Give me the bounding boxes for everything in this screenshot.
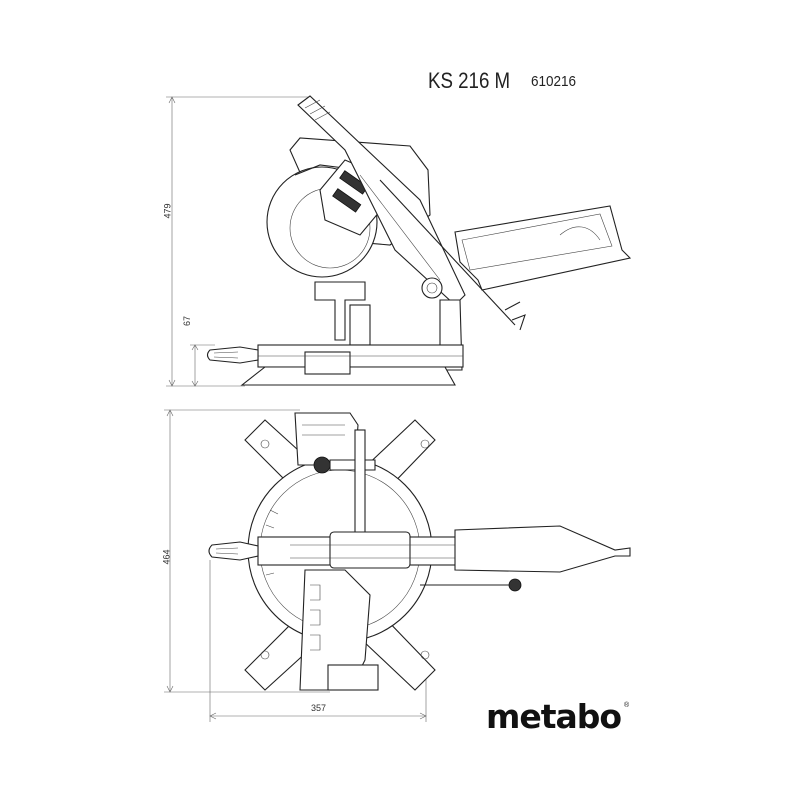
miter-knob — [313, 456, 331, 474]
metabo-logo: metabo — [486, 697, 622, 736]
extension-table — [454, 205, 632, 291]
pivot-knob — [421, 277, 443, 299]
dimension-479 — [166, 96, 310, 387]
extension-cone — [454, 525, 631, 573]
dimension-357-label: 357 — [311, 703, 327, 713]
side-view — [166, 95, 632, 387]
dimension-464-label: 464 — [161, 549, 172, 565]
article-number: 610216 — [531, 73, 577, 90]
front-handle — [208, 541, 259, 561]
dimension-67-label: 67 — [182, 315, 193, 327]
side-handle — [206, 346, 259, 364]
dimension-67 — [190, 344, 215, 387]
registered-mark: ® — [624, 702, 630, 709]
top-view — [164, 409, 631, 722]
model-title: KS 216 M — [428, 68, 511, 93]
dimension-464 — [164, 409, 330, 693]
dimension-357 — [209, 560, 427, 722]
dimension-479-label: 479 — [162, 203, 173, 219]
